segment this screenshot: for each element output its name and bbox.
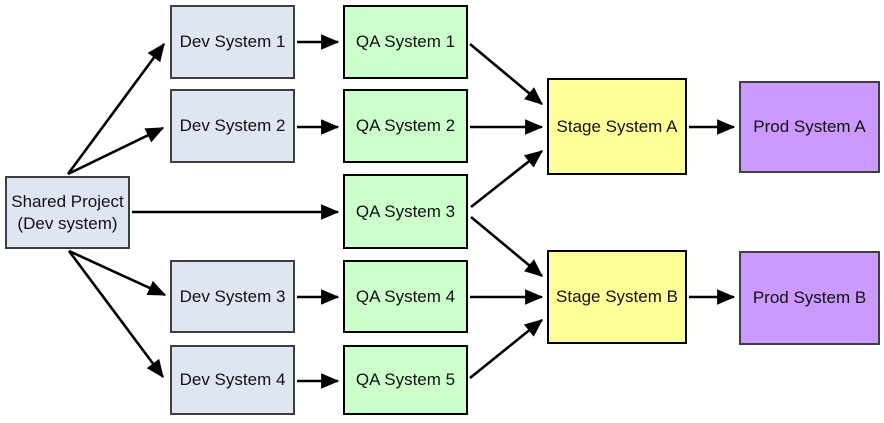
edge-qa3-to-stageB — [470, 216, 543, 277]
node-stage-system-b: Stage System B — [547, 250, 687, 344]
node-label: Shared Project (Dev system) — [11, 192, 124, 233]
node-label: QA System 2 — [355, 116, 456, 136]
node-label: Prod System A — [753, 117, 866, 137]
node-qa-system-1: QA System 1 — [343, 5, 468, 79]
node-label: QA System 1 — [355, 32, 456, 52]
edge-shared-to-dev4 — [67, 250, 165, 379]
node-label: QA System 3 — [355, 201, 456, 221]
node-prod-system-a: Prod System A — [739, 81, 880, 173]
node-qa-system-2: QA System 2 — [343, 89, 468, 163]
node-label: Dev System 2 — [179, 116, 286, 136]
node-dev-system-2: Dev System 2 — [170, 89, 295, 163]
edge-qa3-to-stageA — [470, 149, 544, 209]
node-dev-system-1: Dev System 1 — [170, 5, 295, 79]
node-prod-system-b: Prod System B — [739, 251, 880, 345]
edge-shared-to-dev3 — [68, 249, 167, 297]
edge-shared-to-dev2 — [67, 126, 165, 176]
node-label: Prod System B — [752, 288, 867, 308]
node-dev-system-4: Dev System 4 — [170, 345, 295, 415]
edge-qa5-to-stageB — [469, 318, 544, 380]
node-label: Stage System A — [556, 116, 678, 136]
node-label: Dev System 4 — [179, 370, 286, 390]
node-label: QA System 4 — [355, 286, 456, 306]
node-label: Dev System 3 — [179, 286, 286, 306]
node-label: Stage System B — [556, 287, 678, 307]
node-qa-system-3: QA System 3 — [343, 174, 468, 249]
node-qa-system-4: QA System 4 — [343, 260, 468, 333]
node-label: Dev System 1 — [179, 32, 286, 52]
edge-qa1-to-stageA — [469, 43, 543, 105]
node-label: QA System 5 — [355, 370, 456, 390]
node-stage-system-a: Stage System A — [547, 78, 687, 175]
edge-shared-to-dev1 — [66, 42, 166, 175]
node-shared-project: Shared Project (Dev system) — [5, 176, 130, 249]
node-qa-system-5: QA System 5 — [343, 345, 468, 415]
node-dev-system-3: Dev System 3 — [170, 260, 295, 333]
